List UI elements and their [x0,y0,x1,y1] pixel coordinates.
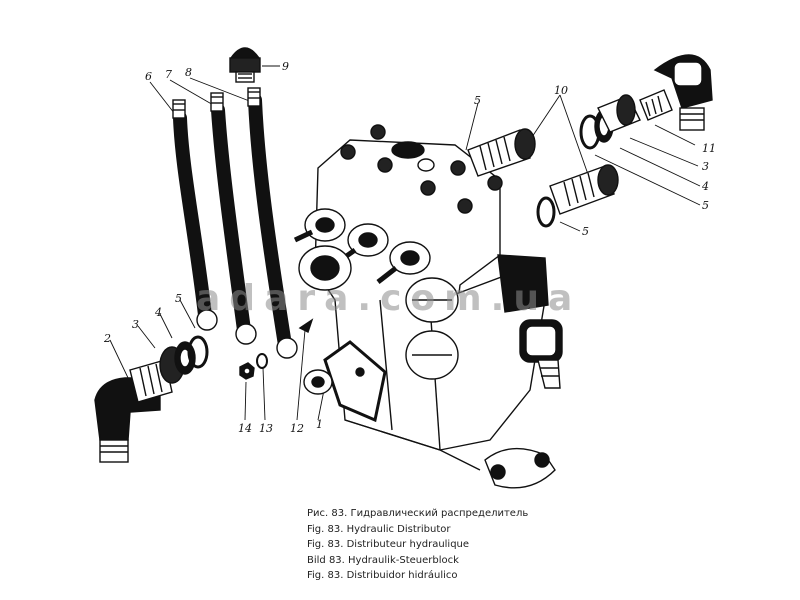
callout-2: 2 [104,332,111,345]
callout-11: 11 [702,142,716,155]
hoses-6-7-8 [173,93,292,352]
callout-9: 9 [282,60,289,73]
spool-bosses [293,208,431,291]
seal-rings-lower [159,335,209,384]
callout-10: 10 [554,84,568,97]
watermark: adara.com.ua [196,278,582,319]
callout-1: 1 [316,418,323,431]
callout-3-right: 3 [702,160,709,173]
fittings-10 [467,128,619,215]
callout-4-left: 4 [155,306,162,319]
callout-5-ring: 5 [582,225,589,238]
cover-plate [323,340,387,423]
small-flange [303,369,333,395]
caption-fr: Fig. 83. Distributeur hydraulique [307,539,470,550]
callout-8: 8 [185,66,192,79]
callout-5-top: 5 [474,94,481,107]
callout-3-left: 3 [132,318,139,331]
right-elbow [537,359,561,389]
callout-13: 13 [259,422,273,435]
breather-cap-9 [229,47,261,83]
callout-6: 6 [145,70,152,83]
right-flange [497,254,563,363]
seal-rings-upper [536,89,673,228]
figure-caption: Рис. 83. Гидравлический распределитель F… [307,506,528,584]
caption-en: Fig. 83. Hydraulic Distributor [307,523,451,535]
callout-7: 7 [165,68,172,81]
caption-es: Fig. 83. Distribuidor hidráulico [307,570,458,581]
caption-ru: Рис. 83. Гидравлический распределитель [307,508,529,519]
callout-4-right: 4 [702,180,709,193]
callout-12: 12 [290,422,304,435]
hydraulic-distributor-exploded-drawing [94,47,713,489]
elbow-11 [653,54,713,131]
callout-5-right: 5 [702,199,709,212]
large-plugs [405,277,459,380]
callout-14: 14 [238,422,252,435]
small-parts-12-13-14 [239,318,314,380]
leader-lines [109,65,701,421]
callout-5-left: 5 [175,292,182,305]
elbow-2 [94,359,173,463]
hose-fittings [172,87,298,359]
caption-de: Bild 83. Hydraulik-Steuerblock [307,554,459,566]
